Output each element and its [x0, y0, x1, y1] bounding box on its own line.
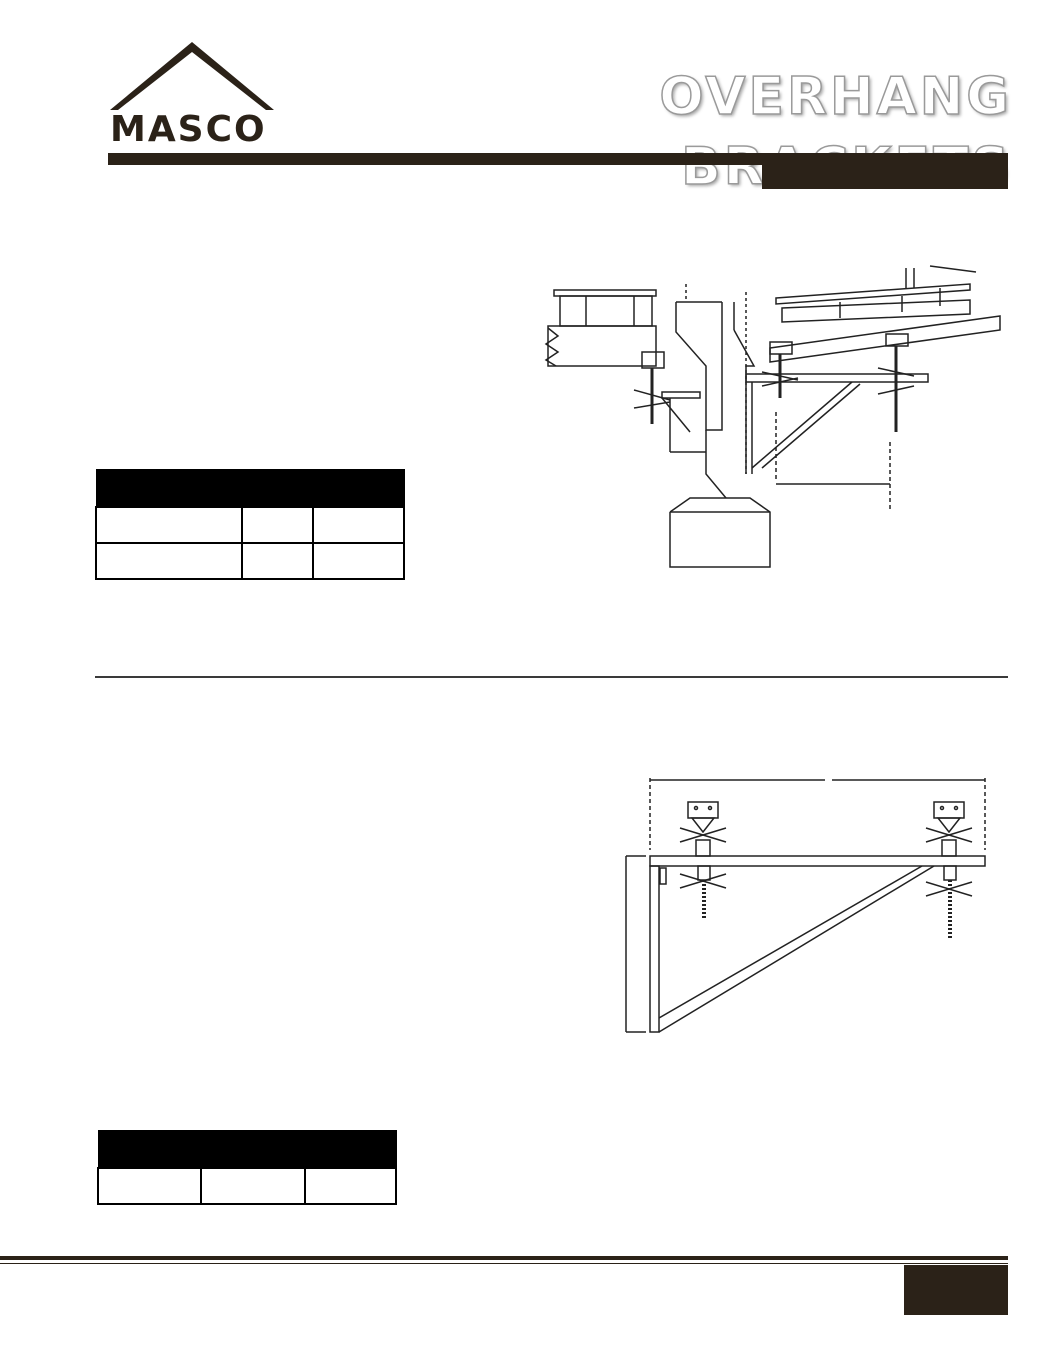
table-row — [94, 542, 406, 580]
table-row — [94, 506, 406, 544]
table-header-cell — [312, 469, 405, 508]
footer-rule-thin — [0, 1263, 1008, 1264]
table-header-row — [95, 469, 405, 508]
table-cell — [311, 542, 406, 580]
masco-logo-roof-icon — [110, 42, 274, 110]
overhang-bracket-installation-diagram-icon — [544, 265, 1001, 568]
table-cell — [241, 542, 314, 580]
table-cell — [94, 506, 244, 544]
table-header-cell — [97, 1130, 202, 1169]
brand-name: MASCO — [110, 109, 267, 150]
table-header-cell — [95, 469, 243, 508]
header-tab — [762, 160, 1008, 189]
table-header-cell — [200, 1130, 306, 1169]
table-header-cell — [241, 469, 314, 508]
footer-rule — [0, 1256, 1008, 1260]
table-cell — [200, 1167, 306, 1205]
spec-table-bottom — [96, 1130, 398, 1205]
page-title: OVERHANG BRACKETS — [659, 66, 1012, 198]
table-header-cell — [304, 1130, 397, 1169]
overhang-bracket-detail-diagram-icon — [625, 778, 986, 1033]
table-cell — [94, 542, 244, 580]
table-cell — [96, 1167, 203, 1205]
footer-page-tab — [904, 1265, 1008, 1315]
section-divider — [95, 676, 1008, 678]
spec-table-top — [94, 469, 406, 580]
table-row — [96, 1167, 398, 1205]
table-cell — [311, 506, 406, 544]
table-header-row — [97, 1130, 397, 1169]
table-cell — [303, 1167, 398, 1205]
table-cell — [241, 506, 314, 544]
